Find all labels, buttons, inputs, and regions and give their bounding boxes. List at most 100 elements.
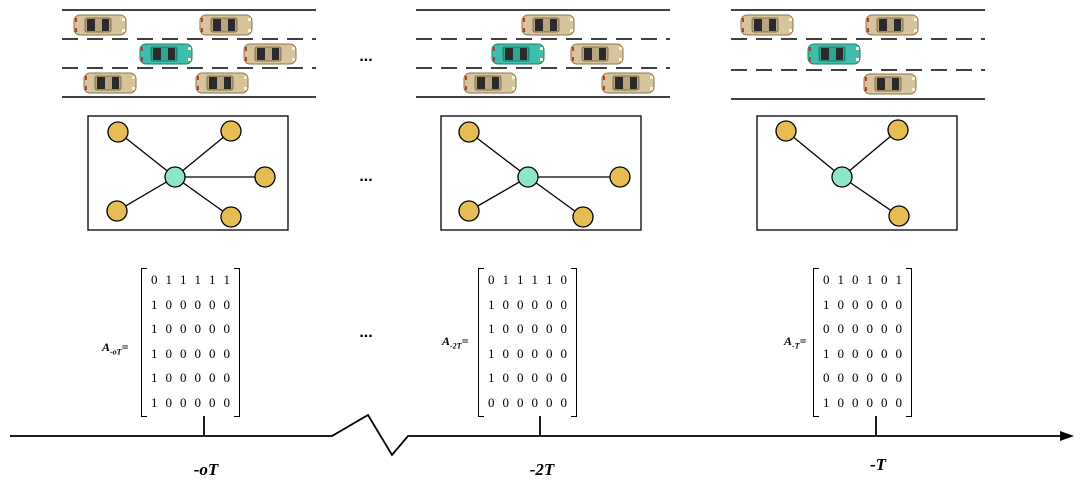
matrix-cell: 0 <box>823 321 830 337</box>
matrix-cell: 0 <box>895 394 903 410</box>
tick-label-oT: -oT <box>193 460 219 479</box>
matrix-cell: 0 <box>194 370 202 386</box>
leaf-node <box>220 120 242 142</box>
matrix-cell: 0 <box>881 370 888 386</box>
matrix-cell: 1 <box>151 345 158 361</box>
neighbor-car <box>83 72 137 94</box>
matrix-label-T: A-T= <box>784 334 807 351</box>
matrix-cell: 1 <box>823 394 830 410</box>
timeline-axis <box>10 413 1074 457</box>
neighbor-car <box>521 14 575 36</box>
matrix-cell: 0 <box>866 370 874 386</box>
ellipsis-road: ... <box>359 48 373 65</box>
matrix-cell: 0 <box>895 296 903 312</box>
matrix-cell: 0 <box>223 321 231 337</box>
leaf-node <box>572 206 594 228</box>
matrix-cell: 0 <box>488 394 495 410</box>
matrix-cell: 0 <box>852 321 859 337</box>
leaf-node <box>888 205 910 227</box>
matrix-cell: 1 <box>194 272 202 288</box>
matrix-cell: 0 <box>852 272 859 288</box>
matrix-cell: 0 <box>546 296 553 312</box>
center-node <box>517 166 539 188</box>
matrix-cell: 0 <box>852 345 859 361</box>
matrix-cell: 0 <box>209 321 216 337</box>
matrix-cell: 0 <box>502 394 510 410</box>
matrix-cell: 0 <box>823 370 830 386</box>
matrix-cell: 0 <box>502 321 510 337</box>
matrix-cell: 0 <box>502 296 510 312</box>
matrix-cell: 0 <box>165 394 173 410</box>
matrix-cell: 0 <box>531 345 539 361</box>
matrix-cell: 0 <box>517 370 524 386</box>
ego-car <box>807 43 861 65</box>
matrix-cell: 1 <box>209 272 216 288</box>
leaf-node <box>107 121 129 143</box>
matrix-cell: 0 <box>223 296 231 312</box>
matrix-cell: 1 <box>180 272 187 288</box>
matrix-cell: 0 <box>881 394 888 410</box>
matrix-cell: 0 <box>194 345 202 361</box>
matrix-cell: 0 <box>546 321 553 337</box>
matrix-cell: 0 <box>546 370 553 386</box>
matrix-cell: 0 <box>165 296 173 312</box>
matrix-cell: 0 <box>895 321 903 337</box>
neighbor-car <box>463 72 517 94</box>
neighbor-car <box>865 14 919 36</box>
matrix-cell: 0 <box>866 345 874 361</box>
matrix-cell: 1 <box>151 296 158 312</box>
matrix-cell: 0 <box>837 321 845 337</box>
matrix-cell: 0 <box>866 296 874 312</box>
matrix-cell: 0 <box>209 345 216 361</box>
leaf-node <box>106 200 128 222</box>
matrix-cell: 1 <box>223 272 231 288</box>
matrix-cell: 0 <box>837 394 845 410</box>
leaf-node <box>887 119 909 141</box>
matrix-cell: 1 <box>488 296 495 312</box>
matrix-cell: 0 <box>165 370 173 386</box>
matrix-cell: 0 <box>180 370 187 386</box>
matrix-cell: 1 <box>165 272 173 288</box>
matrix-cell: 1 <box>151 394 158 410</box>
matrix-cell: 1 <box>823 296 830 312</box>
matrix-cell: 1 <box>151 370 158 386</box>
matrix-cell: 1 <box>895 272 903 288</box>
matrix-cell: 1 <box>517 272 524 288</box>
matrix-cell: 0 <box>531 321 539 337</box>
road-panel-T <box>731 9 985 100</box>
matrix-cell: 0 <box>837 296 845 312</box>
matrix-cell: 0 <box>531 394 539 410</box>
leaf-node <box>220 206 242 228</box>
matrix-cell: 0 <box>546 345 553 361</box>
neighbor-car <box>73 14 127 36</box>
leaf-node <box>609 166 631 188</box>
matrix-cell: 0 <box>531 370 539 386</box>
road-panel-2T <box>416 9 670 98</box>
matrix-cell: 0 <box>866 321 874 337</box>
neighbor-car <box>740 14 794 36</box>
matrix-cell: 0 <box>881 296 888 312</box>
matrix-cell: 0 <box>223 394 231 410</box>
tick-label-T: -T <box>869 455 887 474</box>
matrix-cell: 0 <box>560 321 568 337</box>
matrix-cell: 0 <box>180 345 187 361</box>
matrix-cell: 0 <box>881 321 888 337</box>
matrix-cell: 0 <box>517 394 524 410</box>
matrix-cell: 0 <box>881 272 888 288</box>
matrix-cell: 1 <box>866 272 874 288</box>
